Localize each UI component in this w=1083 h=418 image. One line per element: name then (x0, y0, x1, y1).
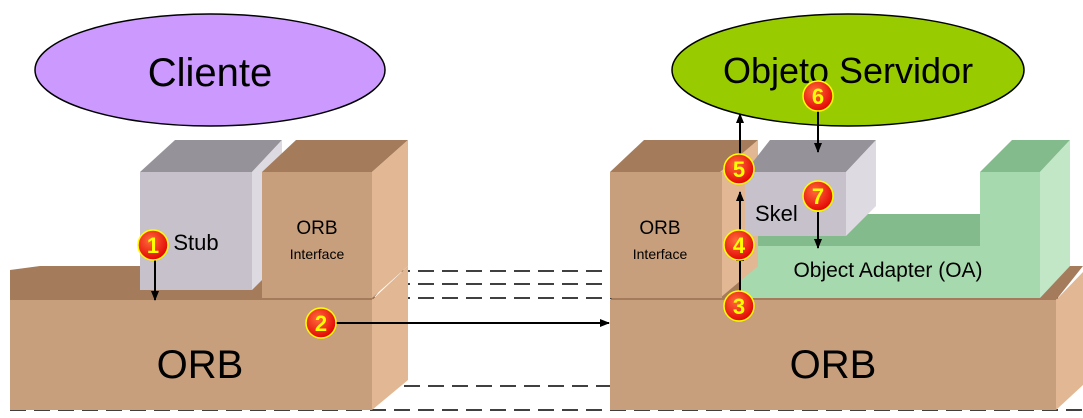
server-orb-interface-subtitle: Interface (633, 246, 688, 262)
object-adapter-label: Object Adapter (OA) (793, 259, 982, 282)
step-badges: 1 2 3 4 5 6 7 (137, 80, 834, 339)
skeleton-label: Skel (755, 201, 798, 226)
step-badge-6: 6 (802, 80, 834, 112)
client-ellipse: Cliente (34, 13, 386, 127)
svg-text:1: 1 (147, 233, 159, 258)
svg-text:5: 5 (733, 157, 745, 182)
client-orb-interface-title: ORB (296, 218, 337, 239)
server-orb-label: ORB (790, 343, 877, 387)
step-badge-2: 2 (305, 307, 337, 339)
server-ellipse: Objeto Servidor (671, 13, 1025, 127)
step-badge-4: 4 (723, 229, 755, 261)
stub-block: Stub (140, 140, 282, 290)
svg-text:4: 4 (733, 233, 746, 258)
step-badge-1: 1 (137, 229, 169, 261)
stub-label: Stub (173, 230, 218, 255)
svg-text:3: 3 (733, 294, 745, 319)
server-orb-interface-title: ORB (639, 218, 680, 239)
flow-arrows (151, 110, 822, 327)
server-label: Objeto Servidor (723, 50, 973, 91)
client-label: Cliente (148, 51, 273, 95)
step-badge-7: 7 (802, 180, 834, 212)
client-orb-interface-subtitle: Interface (290, 246, 345, 262)
svg-text:6: 6 (812, 84, 824, 109)
client-orb-label: ORB (157, 343, 244, 387)
svg-text:7: 7 (812, 184, 824, 209)
svg-text:2: 2 (315, 311, 327, 336)
step-badge-5: 5 (723, 153, 755, 185)
step-badge-3: 3 (723, 290, 755, 322)
client-orb-interface-block: ORB Interface (262, 140, 408, 298)
